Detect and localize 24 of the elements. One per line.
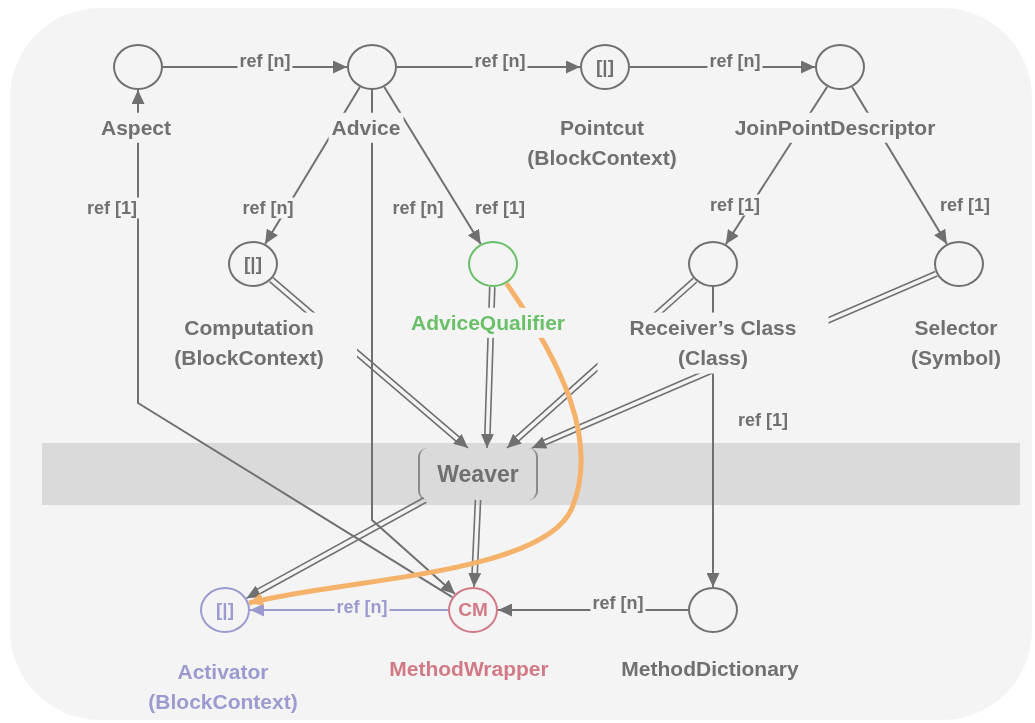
edge-label: ref [n] (240, 197, 296, 219)
object-circle (347, 44, 397, 90)
edge-label: ref [1] (708, 194, 762, 216)
object-circle (113, 44, 163, 90)
arrow (248, 282, 584, 607)
object-circle (815, 44, 865, 90)
object-circle (688, 241, 738, 287)
arrow (371, 89, 456, 595)
node-label: Receiver’s Class (Class) (597, 312, 829, 374)
edge-label: ref [1] (85, 197, 139, 219)
node-label: Aspect (98, 112, 174, 144)
object-circle (468, 241, 518, 287)
object-circle (688, 587, 738, 633)
object-circle: CM (448, 587, 498, 633)
double-arrow (468, 499, 482, 588)
arrow (383, 86, 482, 245)
object-circle: [|] (200, 587, 250, 633)
node-label: Advice (328, 112, 404, 144)
double-arrow (245, 496, 428, 599)
object-circle (934, 241, 984, 287)
object-circle: [|] (228, 241, 278, 287)
arrow (131, 89, 454, 599)
weaver-box: Weaver (418, 448, 538, 500)
object-circle: [|] (580, 44, 630, 90)
